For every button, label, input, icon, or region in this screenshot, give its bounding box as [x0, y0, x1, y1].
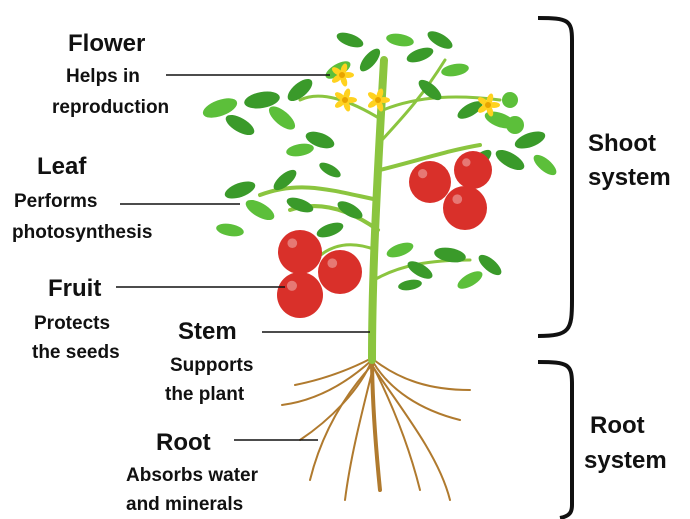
system-braces [538, 18, 572, 518]
leaf [397, 278, 422, 292]
root-system-drawing [282, 355, 470, 500]
fruit-title: Fruit [48, 275, 101, 303]
leaf-desc-line1: Performs [14, 191, 97, 213]
root-desc-line2: and minerals [126, 494, 243, 516]
shoot-system-brace [538, 18, 572, 336]
root-strand [310, 365, 372, 480]
shoot-system-label-line2: system [588, 162, 671, 193]
root-desc-line1: Absorbs water [126, 465, 258, 487]
leaf-desc-line2: photosynthesis [12, 222, 152, 244]
flower-desc-line2: reproduction [52, 97, 169, 119]
stem-desc-line1: Supports [170, 355, 253, 377]
leaf [530, 151, 559, 178]
leaf [317, 160, 343, 181]
stem-title: Stem [178, 318, 237, 346]
leaf [440, 62, 470, 79]
fruit-highlight [462, 158, 470, 166]
root-strand [300, 360, 372, 440]
fruit-highlight [287, 238, 297, 248]
leaf [385, 240, 415, 261]
fruit-desc-line1: Protects [34, 313, 110, 335]
root-strand [375, 370, 450, 500]
flower-title: Flower [68, 30, 145, 58]
leaf [405, 45, 435, 66]
tomato-fruit [454, 151, 492, 189]
leaf [265, 102, 299, 133]
root-strand [345, 372, 372, 500]
leaf [285, 195, 315, 216]
flower-center [375, 97, 381, 103]
root-strand [374, 368, 420, 490]
fruit-highlight [418, 169, 427, 178]
leaf [223, 178, 258, 202]
fruit-highlight [327, 258, 337, 268]
tomato-fruit [409, 161, 451, 203]
fruit-highlight [452, 194, 462, 204]
flower-center [485, 102, 491, 108]
flower-center [342, 97, 348, 103]
leaf [493, 146, 528, 174]
leaf-title: Leaf [37, 153, 86, 181]
tomato-fruit [506, 116, 524, 134]
tomato-fruit [443, 186, 487, 230]
leaf [385, 32, 415, 49]
root-system-label-line2: system [584, 445, 667, 476]
fruit-highlight [287, 281, 297, 291]
root-strand [374, 360, 470, 390]
stem-desc-line2: the plant [165, 384, 244, 406]
root-title: Root [156, 429, 211, 457]
shoot-system-label-line1: Shoot [588, 128, 656, 159]
leaf [315, 220, 345, 241]
leaf [335, 30, 365, 51]
root-system-label-line1: Root [590, 410, 645, 441]
leaf [285, 142, 315, 159]
tomato-fruit [277, 272, 323, 318]
leaf [243, 196, 278, 224]
flower-center [339, 72, 345, 78]
tomato-fruit [278, 230, 322, 274]
fruit-desc-line2: the seeds [32, 342, 120, 364]
tomato-fruit [318, 250, 362, 294]
leaf [223, 111, 258, 139]
tomato-fruit [502, 92, 518, 108]
root-system-brace [538, 362, 572, 518]
flower-desc-line1: Helps in [66, 66, 140, 88]
leaf [215, 222, 245, 239]
leaf [455, 268, 485, 292]
